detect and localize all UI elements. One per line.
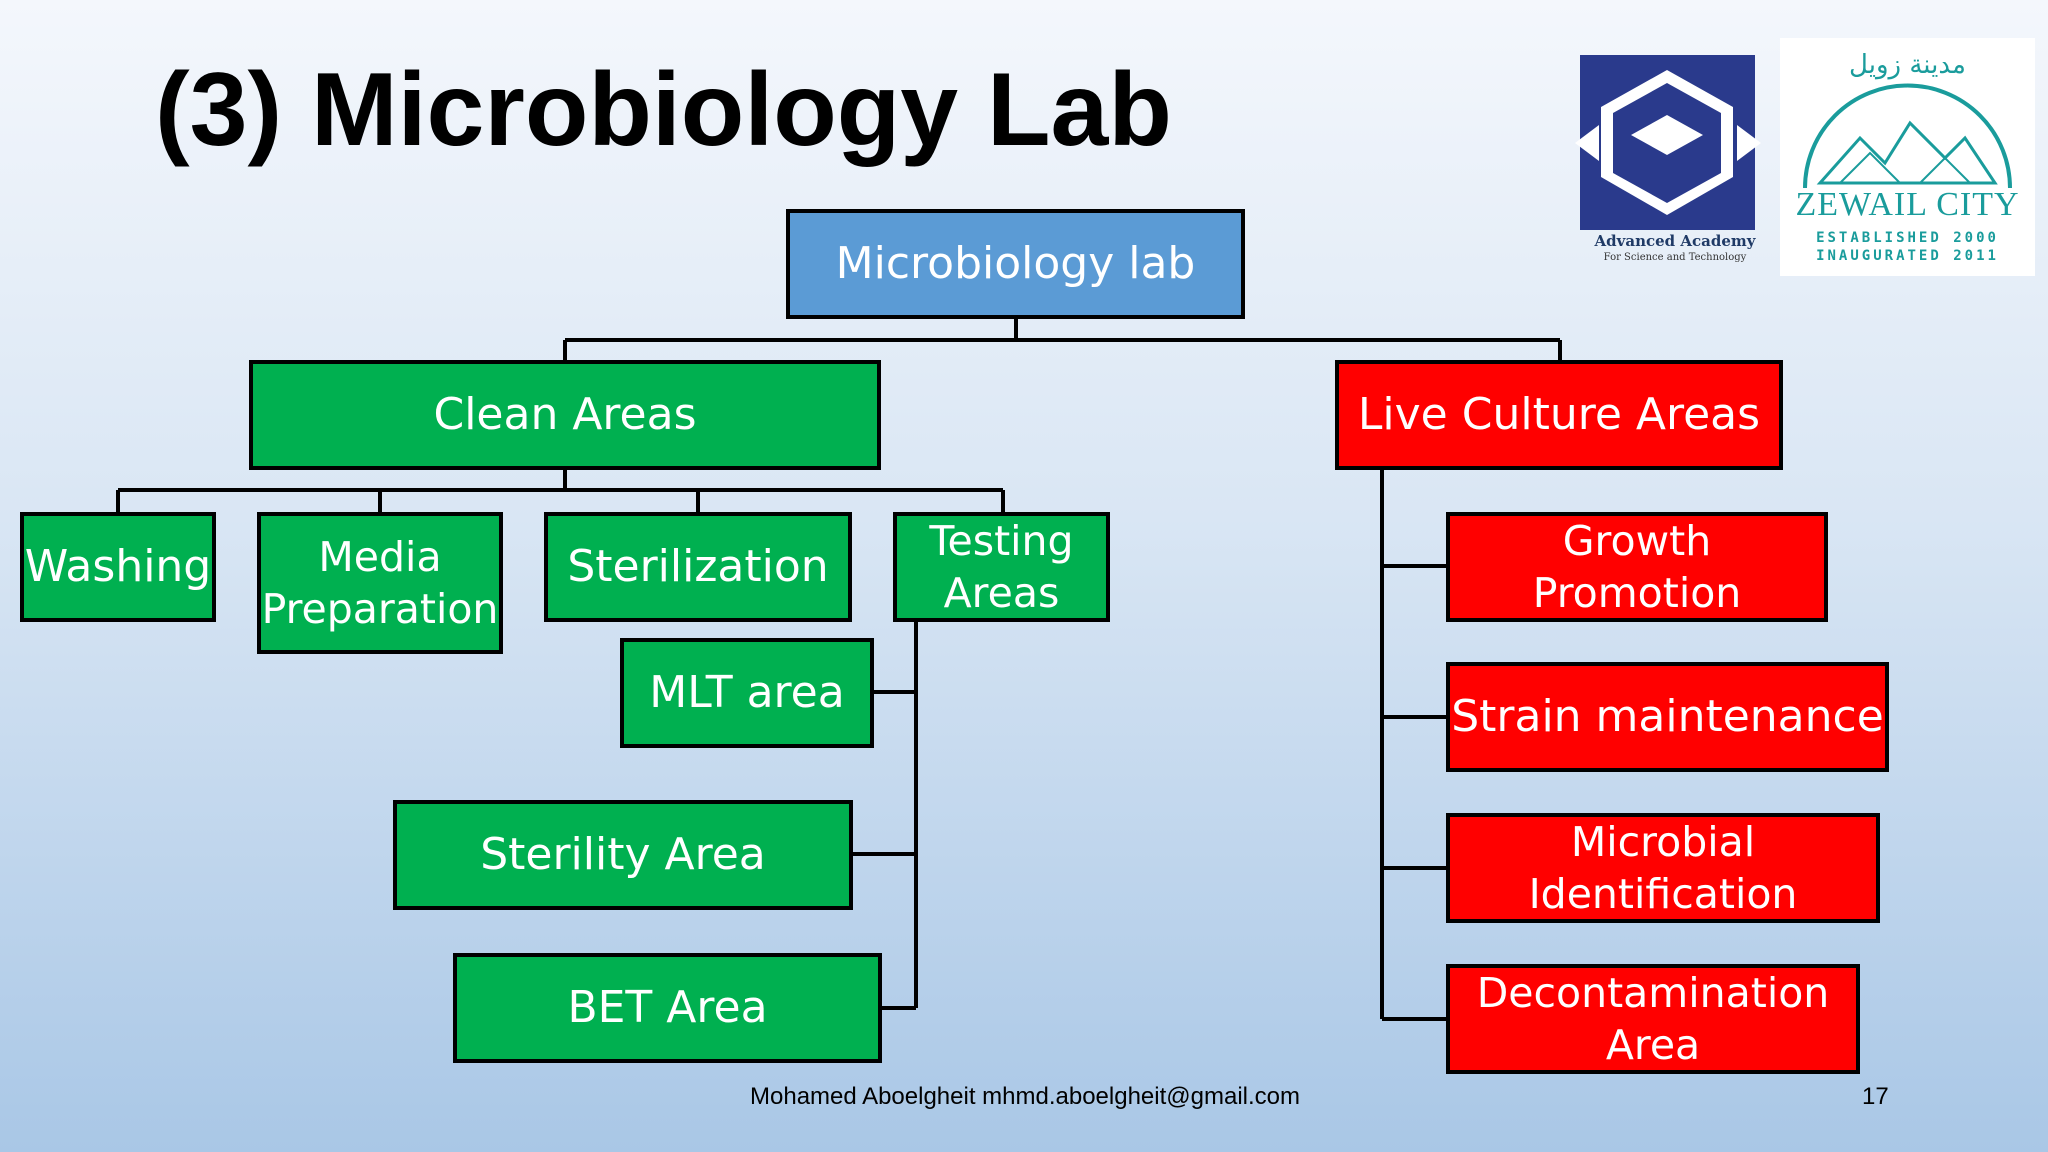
node-growth-promotion-line-1: Growth — [1562, 517, 1712, 565]
node-testing-areas-line-1: Testing — [929, 517, 1074, 565]
advanced-academy-logo — [1575, 55, 1761, 230]
node-clean-areas: Clean Areas — [249, 360, 881, 470]
zewail-established: ESTABLISHED 2000 — [1816, 230, 1999, 246]
page-number: 17 — [1862, 1083, 1889, 1110]
node-decontamination-area-line-1: Decontamination — [1476, 969, 1830, 1017]
zewail-arabic-text: مدينة زويل — [1849, 50, 1966, 80]
node-sterilization: Sterilization — [544, 512, 852, 622]
node-bet-area: BET Area — [453, 953, 882, 1063]
zewail-name: ZEWAIL CITY — [1795, 186, 2020, 223]
node-media-preparation-line-1: Media — [318, 533, 442, 581]
zewail-city-logo: مدينة زويل ZEWAIL CITY ESTABLISHED 2000 … — [1780, 38, 2035, 276]
slide-footer: Mohamed Aboelgheit mhmd.aboelgheit@gmail… — [750, 1083, 1300, 1110]
node-testing-areas-line-2: Areas — [943, 569, 1060, 617]
node-microbial-identification-line-1: Microbial — [1570, 818, 1756, 866]
node-sterility-area: Sterility Area — [393, 800, 853, 910]
node-microbial-identification-line-2: Identification — [1528, 870, 1798, 918]
slide-title: (3) Microbiology Lab — [155, 52, 1172, 168]
node-strain-maintenance: Strain maintenance — [1446, 662, 1889, 772]
node-live-culture-areas: Live Culture Areas — [1335, 360, 1783, 470]
zewail-inaugurated: INAUGURATED 2011 — [1816, 248, 1999, 264]
academy-subtitle: For Science and Technology — [1603, 252, 1747, 263]
node-washing: Washing — [20, 512, 216, 622]
root-node-microbiology-lab: Microbiology lab — [786, 209, 1245, 319]
node-media-preparation-line-2: Preparation — [261, 585, 499, 633]
node-mlt-area: MLT area — [620, 638, 874, 748]
node-decontamination-area-line-2: Area — [1605, 1021, 1701, 1069]
academy-name: Advanced Academy — [1594, 232, 1756, 250]
node-growth-promotion-line-2: Promotion — [1532, 569, 1742, 617]
